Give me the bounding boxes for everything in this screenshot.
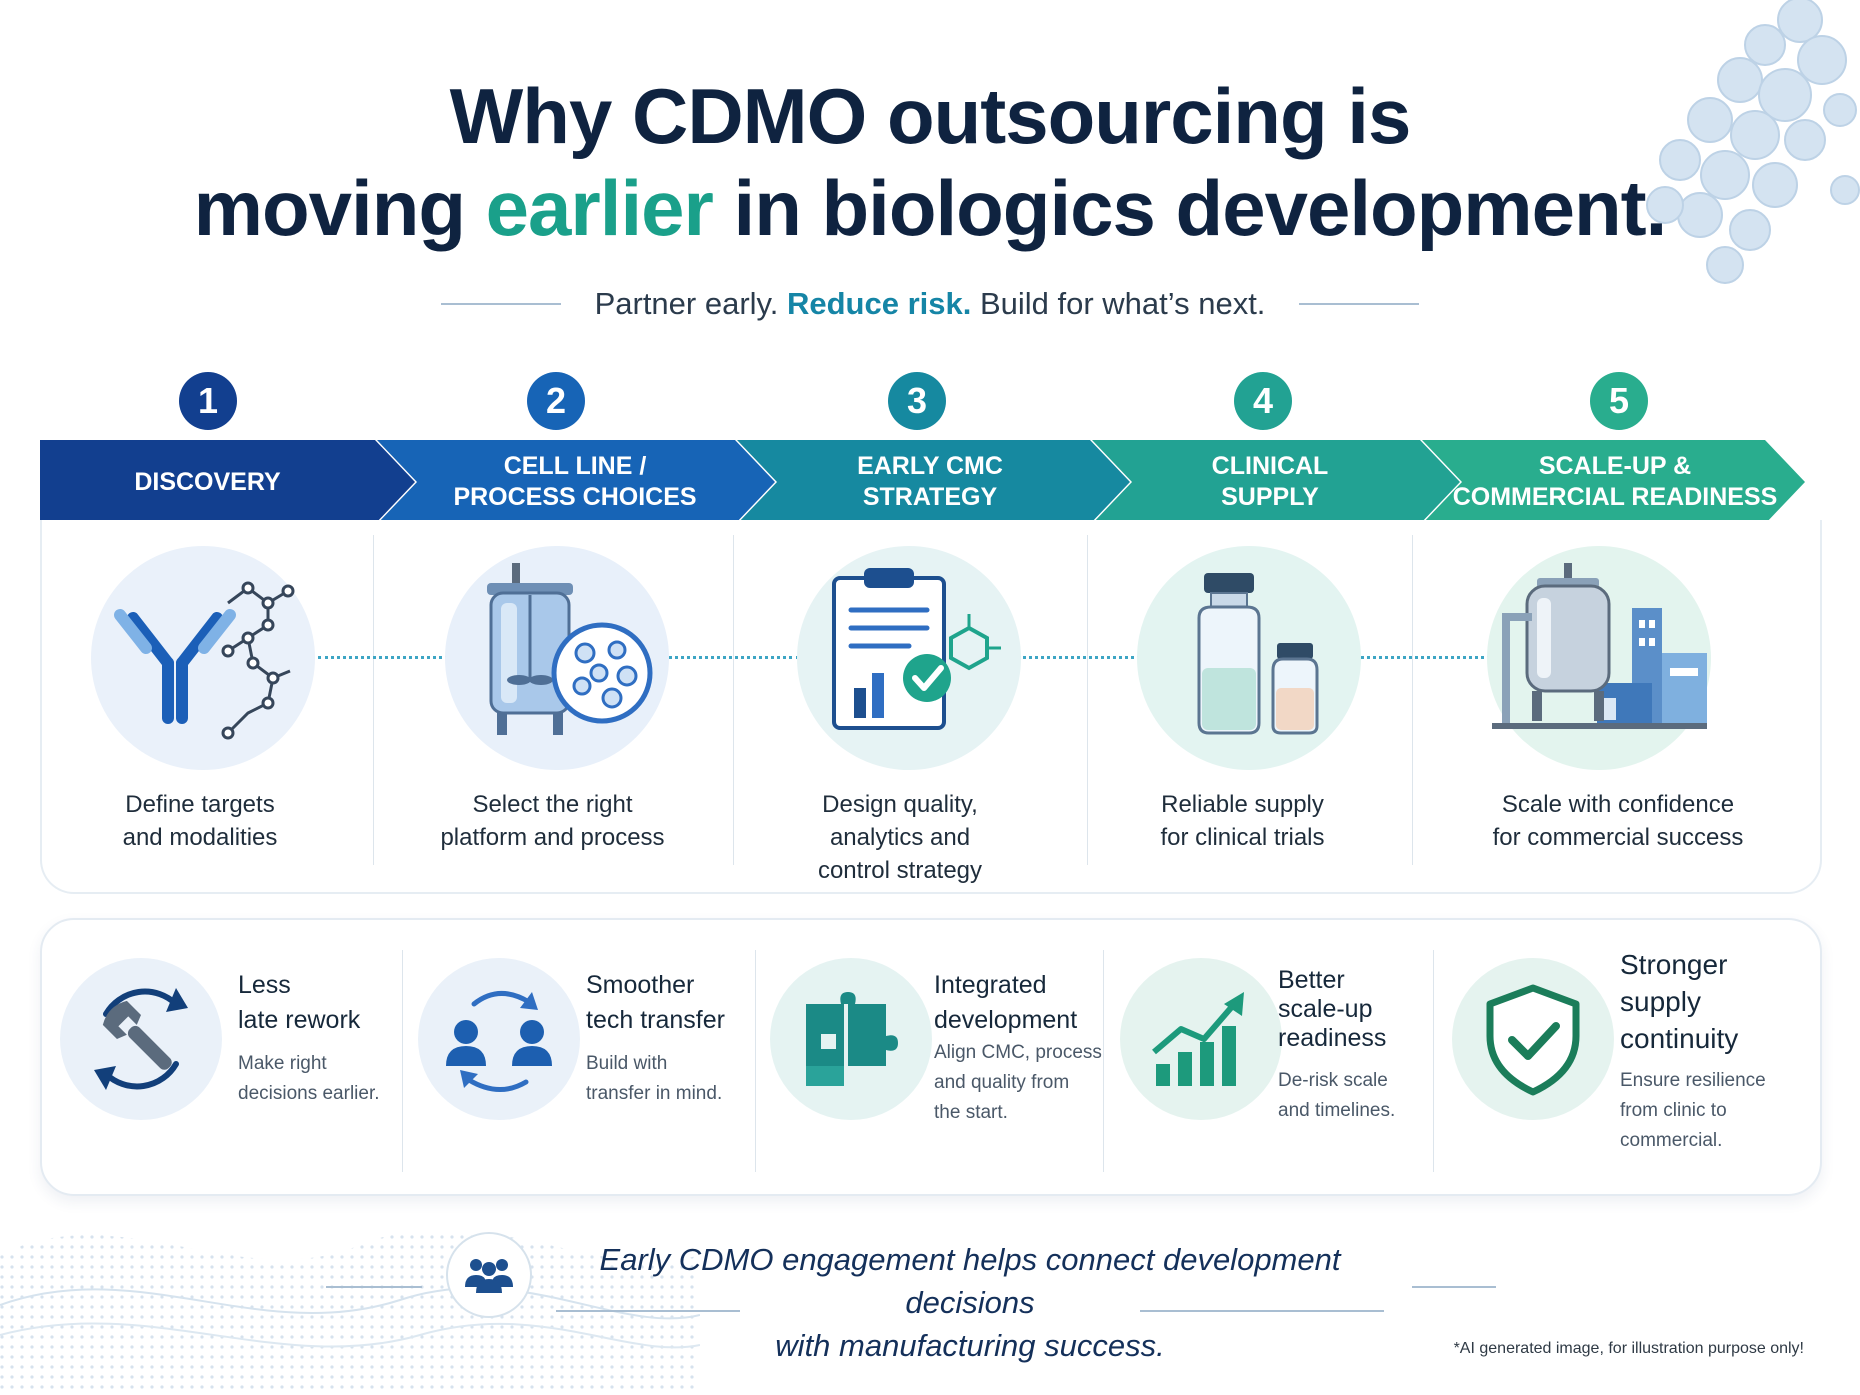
stage-description: Design quality, analytics and control st…	[817, 791, 983, 884]
benefit-divider	[1103, 950, 1104, 1172]
background-protein-molecule	[1646, 0, 1860, 284]
benefit-description: Align CMC, process and quality from the …	[934, 1042, 1102, 1123]
stage-number-badge: 3	[888, 372, 946, 430]
disclaimer-note: *AI generated image, for illustration pu…	[1453, 1340, 1804, 1357]
title-line-2: moving earlier in biologics development.	[0, 162, 1860, 254]
subtitle-rule-left	[440, 303, 561, 305]
title-accent-word: earlier	[485, 164, 714, 252]
footer-callout: Early CDMO engagement helps connect deve…	[0, 1228, 1860, 1363]
people-exchange-icon	[446, 991, 552, 1092]
team-icon	[465, 1259, 513, 1293]
chevron-clinical-supply	[1092, 440, 1460, 524]
stage-description: Scale with confidence for commercial suc…	[1492, 791, 1744, 851]
subtitle-row: Partner early. Reduce risk. Build for wh…	[0, 282, 1860, 326]
title-line-2-end: in biologics development.	[712, 164, 1668, 252]
benefit-title: Better scale-up readiness	[1278, 966, 1387, 1052]
stage-connector	[1018, 656, 1146, 659]
stage-illustration-cell-line	[445, 546, 669, 770]
stage-number-badge: 4	[1234, 372, 1292, 430]
benefit-title: Integrated development	[934, 971, 1078, 1034]
subtitle-highlight: Reduce risk.	[786, 286, 972, 321]
benefit-icon-circle	[1452, 958, 1614, 1120]
footer-message: Early CDMO engagement helps connect deve…	[599, 1242, 1341, 1363]
benefit-description: Make right decisions earlier.	[238, 1053, 380, 1104]
stage-label-cell-line: CELL LINE / PROCESS CHOICES	[453, 452, 697, 511]
footer-rule-left	[326, 1286, 422, 1288]
benefit-icon-circle	[418, 958, 580, 1120]
stage-illustration-early-cmc	[797, 546, 1021, 770]
chevron-cell-line	[377, 440, 775, 524]
chevron-scale-up	[1422, 440, 1805, 524]
subtitle-part-1: Partner early.	[594, 286, 787, 321]
benefit-title: Smoother tech transfer	[586, 971, 725, 1034]
benefit-icon-circle	[60, 958, 222, 1120]
stage-divider	[1412, 535, 1413, 865]
benefit-icon-circle	[770, 958, 932, 1120]
stage-connector	[1350, 656, 1490, 659]
shield-check-icon	[1486, 984, 1580, 1096]
benefit-title: Stronger supply continuity	[1620, 949, 1739, 1054]
stage-illustration-clinical-supply	[1137, 546, 1361, 770]
wrench-cycle-icon	[94, 988, 188, 1090]
stage-chevron-banner	[40, 440, 1805, 524]
chevron-discovery	[40, 440, 415, 524]
subtitle: Partner early. Reduce risk. Build for wh…	[595, 286, 1266, 322]
stage-label-scale-up: SCALE-UP & COMMERCIAL READINESS	[1452, 452, 1778, 511]
benefit-description: Build with transfer in mind.	[586, 1053, 723, 1104]
stage-label-discovery: DISCOVERY	[134, 467, 281, 496]
chevron-early-cmc	[737, 440, 1130, 524]
growth-chart-icon	[1152, 992, 1244, 1086]
footer-icon-circle	[446, 1232, 532, 1318]
stage-description: Select the right platform and process	[440, 791, 665, 851]
subtitle-rule-right	[1299, 303, 1420, 305]
stage-label-early-cmc: EARLY CMC STRATEGY	[857, 452, 1003, 511]
puzzle-icon	[806, 992, 898, 1086]
footer-rule-right	[1412, 1286, 1496, 1288]
benefit-divider	[1433, 950, 1434, 1172]
stage-illustration-discovery	[91, 546, 315, 770]
stage-connector	[662, 656, 800, 659]
stage-number-badge: 5	[1590, 372, 1648, 430]
stage-connector	[318, 656, 448, 659]
title-line-1: Why CDMO outsourcing is	[449, 72, 1412, 160]
benefit-divider	[755, 950, 756, 1172]
antibody-molecule-icon	[114, 581, 295, 740]
page-title: Why CDMO outsourcing is moving earlier i…	[0, 70, 1860, 254]
benefit-icon-circle	[1120, 958, 1282, 1120]
stage-number-badge: 2	[527, 372, 585, 430]
stage-number-badge: 1	[179, 372, 237, 430]
benefit-title: Less late rework	[238, 971, 361, 1034]
footer-rule-mid	[556, 1310, 740, 1312]
bioreactor-cells-icon	[487, 563, 653, 735]
stage-description: Define targets and modalities	[122, 791, 278, 851]
stage-divider	[1087, 535, 1088, 865]
benefit-divider	[402, 950, 403, 1172]
stage-label-clinical-supply: CLINICAL SUPPLY	[1211, 452, 1329, 511]
stage-description: Reliable supply for clinical trials	[1160, 791, 1325, 851]
clipboard-check-icon	[832, 568, 1001, 730]
benefit-description: Ensure resilience from clinic to commerc…	[1620, 1070, 1766, 1151]
subtitle-part-2: Build for what’s next.	[971, 286, 1266, 321]
manufacturing-plant-icon	[1491, 563, 1707, 729]
stage-divider	[373, 535, 374, 865]
stage-divider	[733, 535, 734, 865]
vials-icon	[1197, 573, 1319, 735]
footer-rule-bottom	[1140, 1310, 1384, 1312]
stage-illustration-scale-up	[1487, 546, 1711, 770]
title-line-2-start: moving	[193, 164, 486, 252]
benefit-description: De-risk scale and timelines.	[1278, 1070, 1396, 1121]
